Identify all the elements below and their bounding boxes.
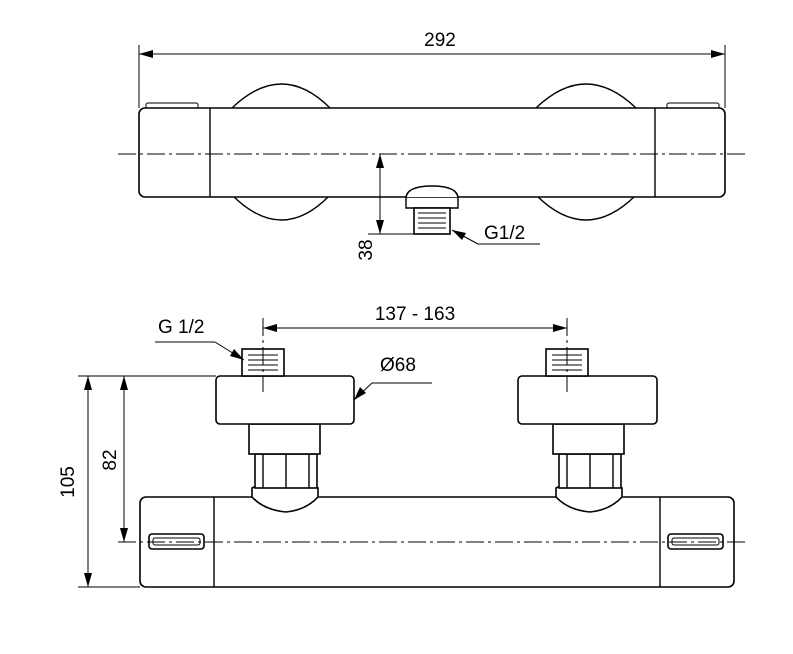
top-view-body <box>138 107 726 198</box>
right-rear-escutcheon <box>535 83 637 109</box>
left-cover <box>215 375 355 425</box>
cover-diameter-label: Ø68 <box>380 355 416 376</box>
front-view-dimensions: 137 - 163 G 1/2 Ø68 105 82 <box>58 304 567 588</box>
inlet-thread-label: G 1/2 <box>158 317 204 338</box>
right-cover <box>517 375 658 425</box>
left-rear-escutcheon <box>231 83 331 109</box>
top-view-dimensions: 292 38 G1/2 <box>138 30 726 261</box>
right-inlet <box>517 348 658 513</box>
dimension-82: 82 <box>100 449 121 470</box>
front-view <box>118 318 748 588</box>
outlet-thread-label: G1/2 <box>484 223 525 244</box>
dimension-292: 292 <box>424 30 456 51</box>
dimension-137-163: 137 - 163 <box>375 304 455 325</box>
top-view <box>118 83 748 235</box>
outlet-thread <box>413 207 451 235</box>
left-inlet <box>215 348 355 513</box>
dimension-38: 38 <box>356 239 377 260</box>
dimension-105: 105 <box>58 466 79 498</box>
outlet-boss <box>405 185 459 198</box>
